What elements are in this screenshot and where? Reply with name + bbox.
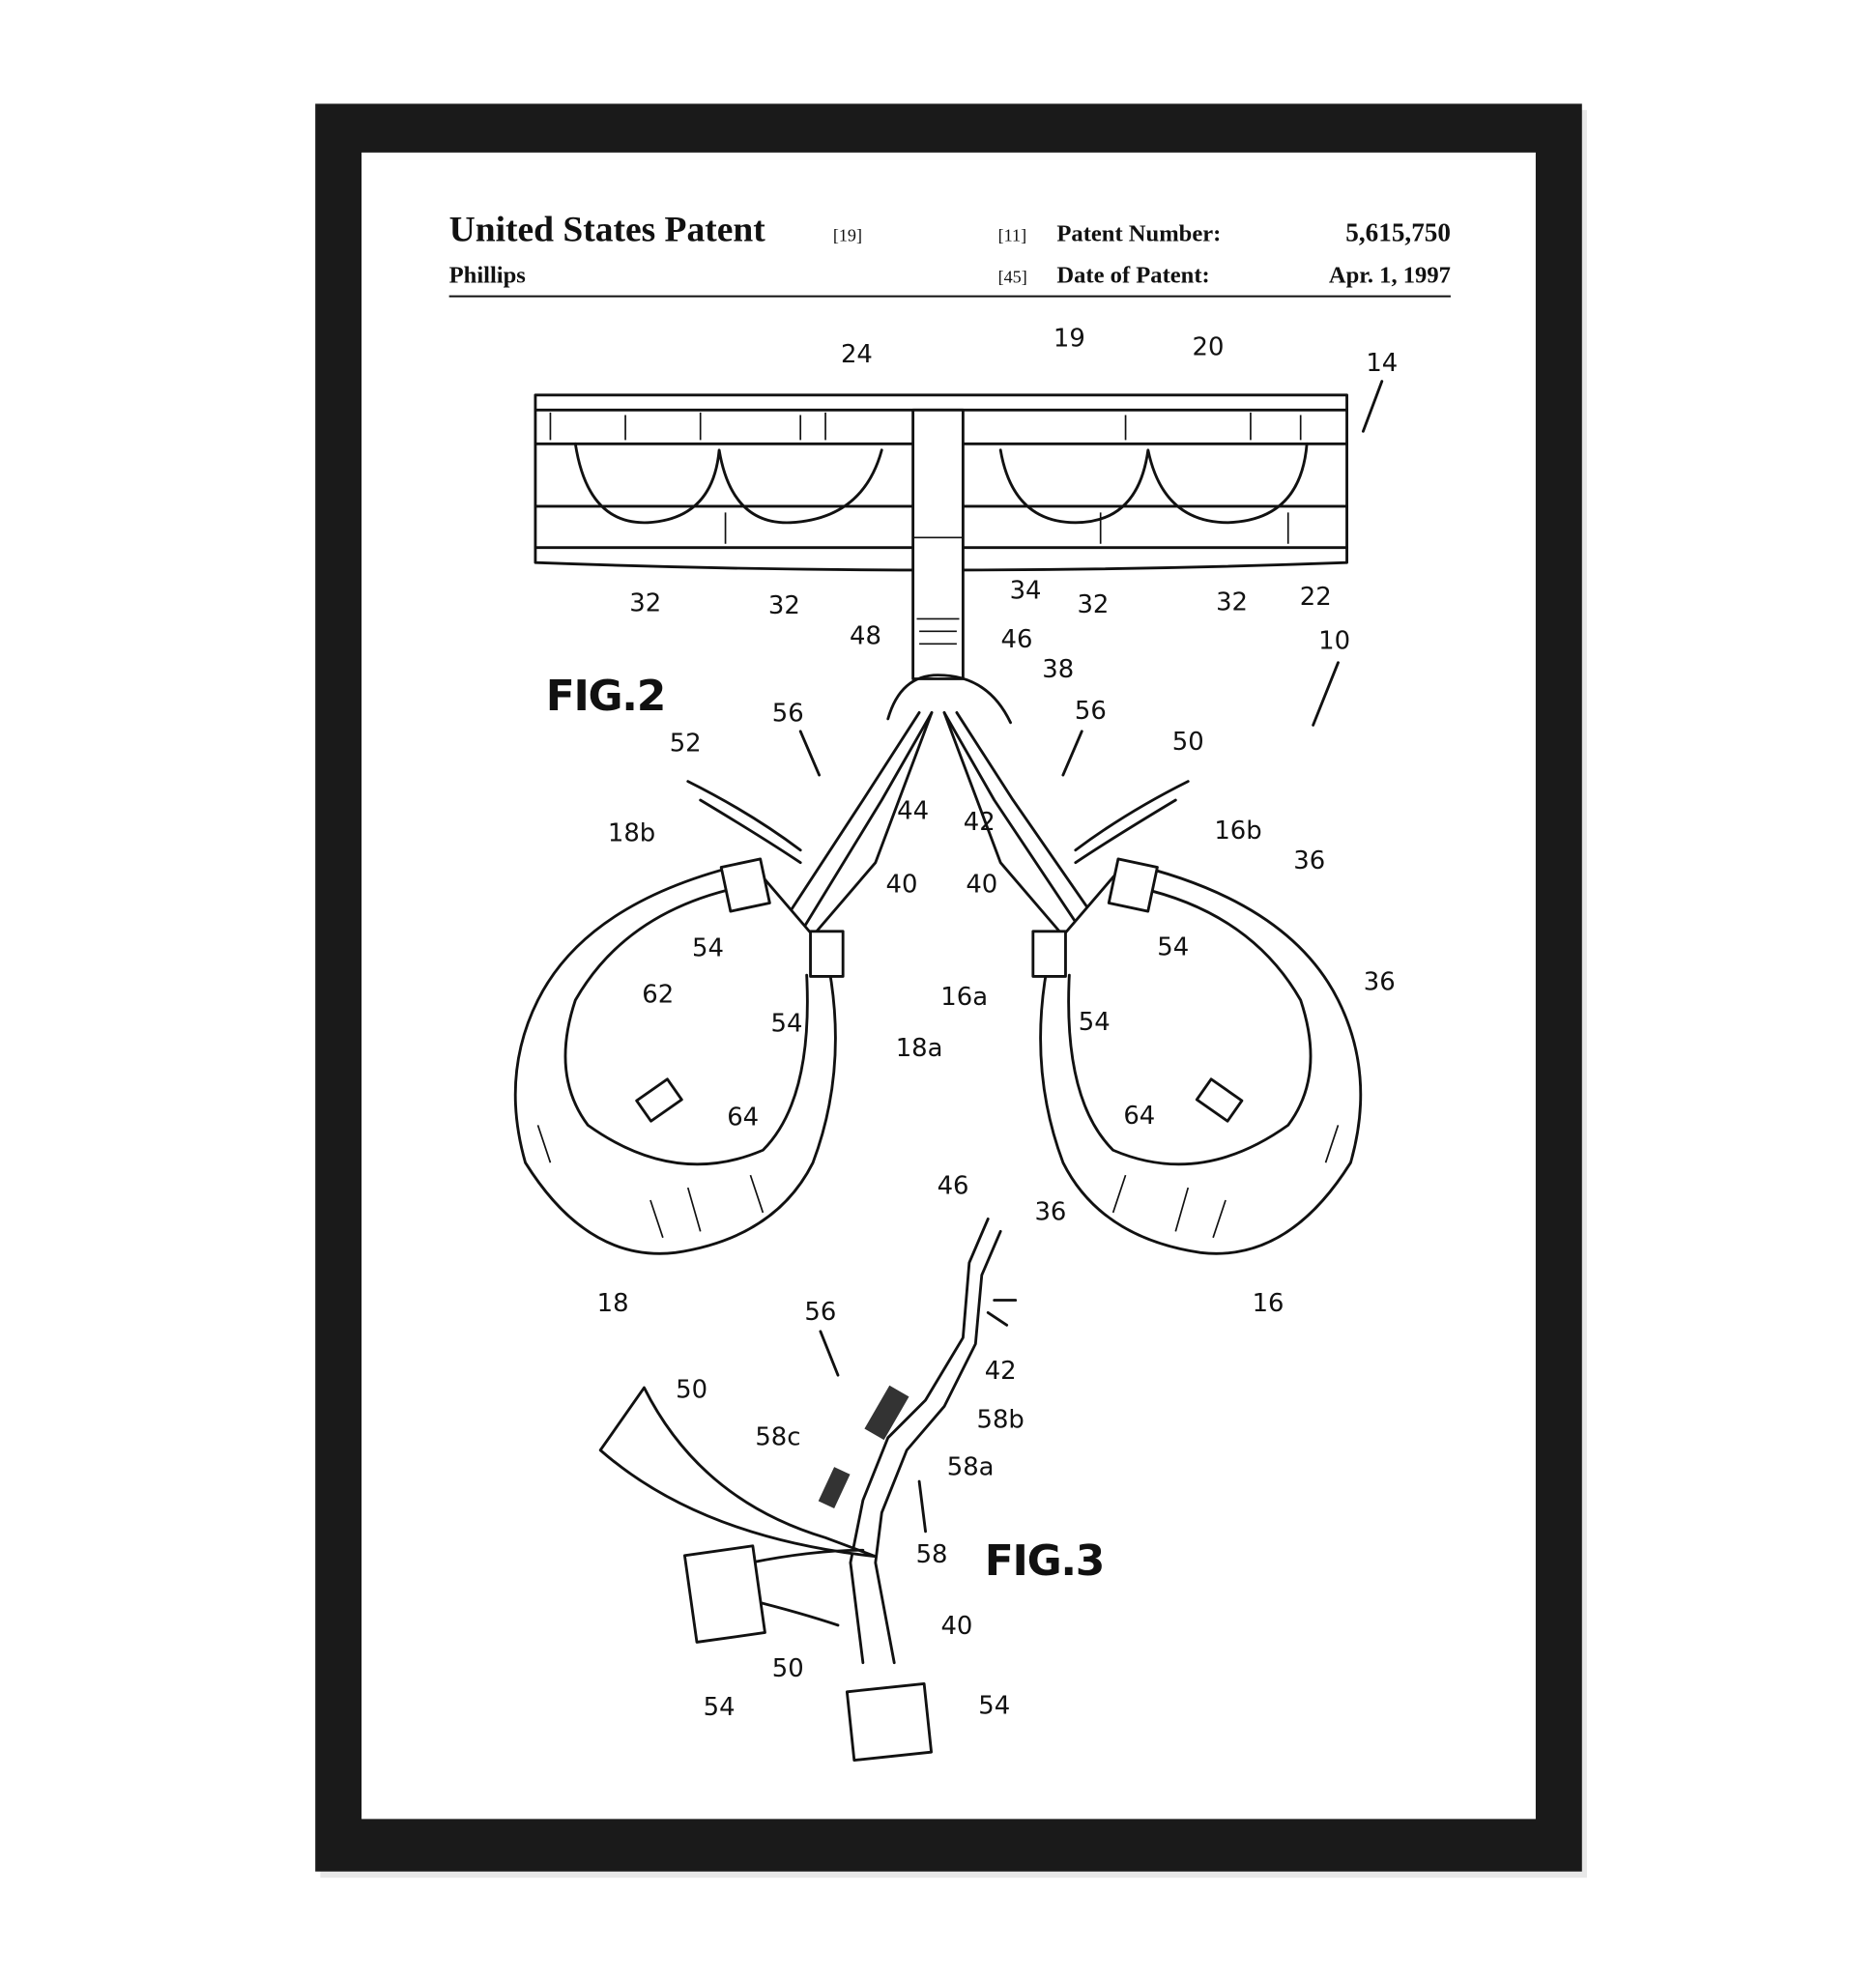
- fig2-drawing: [513, 380, 1384, 1255]
- ref-label: 46: [1001, 625, 1033, 654]
- ref-label: 24: [841, 340, 873, 369]
- ref-label: 19: [1053, 324, 1085, 353]
- ref-label: 16: [1253, 1289, 1284, 1318]
- ref-label: 50: [1172, 728, 1204, 757]
- date-label: Date of Patent:: [1056, 262, 1209, 288]
- ref-label: 58: [916, 1540, 948, 1569]
- number-code: [11]: [998, 226, 1027, 245]
- date-code: [45]: [998, 267, 1027, 286]
- fig2-title: FIG.2: [546, 672, 665, 721]
- patent-number: 5,615,750: [1345, 218, 1451, 247]
- ref-label: 40: [966, 871, 997, 900]
- ref-label: 40: [940, 1612, 972, 1641]
- ref-label: 16a: [940, 983, 988, 1012]
- ref-label: 58c: [755, 1423, 800, 1452]
- ref-label: 46: [938, 1172, 969, 1201]
- ref-label: 42: [985, 1357, 1017, 1386]
- patent-number-label: Patent Number:: [1056, 221, 1221, 247]
- ref-label: 58b: [977, 1405, 1025, 1434]
- ref-label: 56: [772, 699, 804, 728]
- ref-label: 18a: [896, 1034, 943, 1063]
- ref-label: 36: [1364, 968, 1396, 997]
- ref-label: 40: [886, 871, 918, 900]
- ref-label: 36: [1293, 846, 1325, 875]
- ref-label: 32: [1077, 590, 1109, 619]
- ref-label: 50: [772, 1654, 804, 1683]
- ref-label: 56: [804, 1298, 836, 1327]
- ref-label: 32: [629, 589, 661, 618]
- ref-label: 54: [978, 1692, 1010, 1721]
- inventor-name: Phillips: [449, 262, 526, 288]
- patent-title: United States Patent: [449, 211, 766, 250]
- fig2-reference-labels: 24 19 20 14 32 32 32 32 22 34 48 46 38 1…: [597, 324, 1399, 1318]
- ref-label: 16b: [1214, 817, 1261, 846]
- ref-label: 22: [1300, 583, 1332, 612]
- ref-label: 44: [897, 796, 929, 825]
- ref-label: 18: [597, 1289, 629, 1318]
- ref-label: 10: [1318, 626, 1350, 655]
- ref-label: 62: [642, 981, 674, 1010]
- ref-label: 64: [1123, 1102, 1155, 1131]
- ref-label: 34: [1010, 577, 1042, 606]
- ref-label: 56: [1075, 697, 1107, 726]
- ref-label: 52: [670, 730, 702, 759]
- ref-label: 64: [727, 1103, 759, 1132]
- fig3-reference-labels: 46 56 42 50 58b 58c 58a 58 40 50 54 54: [676, 1172, 1025, 1722]
- fig3-title: FIG.3: [985, 1536, 1104, 1586]
- ref-label: 54: [692, 934, 724, 963]
- ref-label: 20: [1192, 332, 1224, 361]
- patent-date: Apr. 1, 1997: [1329, 262, 1451, 288]
- ref-label: 54: [1157, 932, 1189, 961]
- ref-label: 36: [1034, 1198, 1066, 1227]
- ref-label: 54: [704, 1693, 736, 1722]
- ref-label: 14: [1366, 349, 1398, 378]
- ref-label: 42: [964, 808, 996, 837]
- ref-label: 32: [768, 591, 800, 620]
- ref-label: 54: [771, 1009, 803, 1038]
- fig3-drawing: [598, 1217, 1018, 1763]
- ref-label: 54: [1079, 1008, 1111, 1037]
- patent-header: United States Patent [19] Phillips [11] …: [448, 211, 1451, 298]
- ref-label: 18b: [608, 819, 655, 848]
- ref-label: 32: [1216, 588, 1248, 617]
- ref-label: 38: [1042, 655, 1074, 684]
- ref-label: 58a: [947, 1453, 995, 1482]
- title-code: [19]: [833, 226, 862, 245]
- ref-label: 50: [676, 1375, 707, 1404]
- ref-label: 48: [850, 621, 881, 650]
